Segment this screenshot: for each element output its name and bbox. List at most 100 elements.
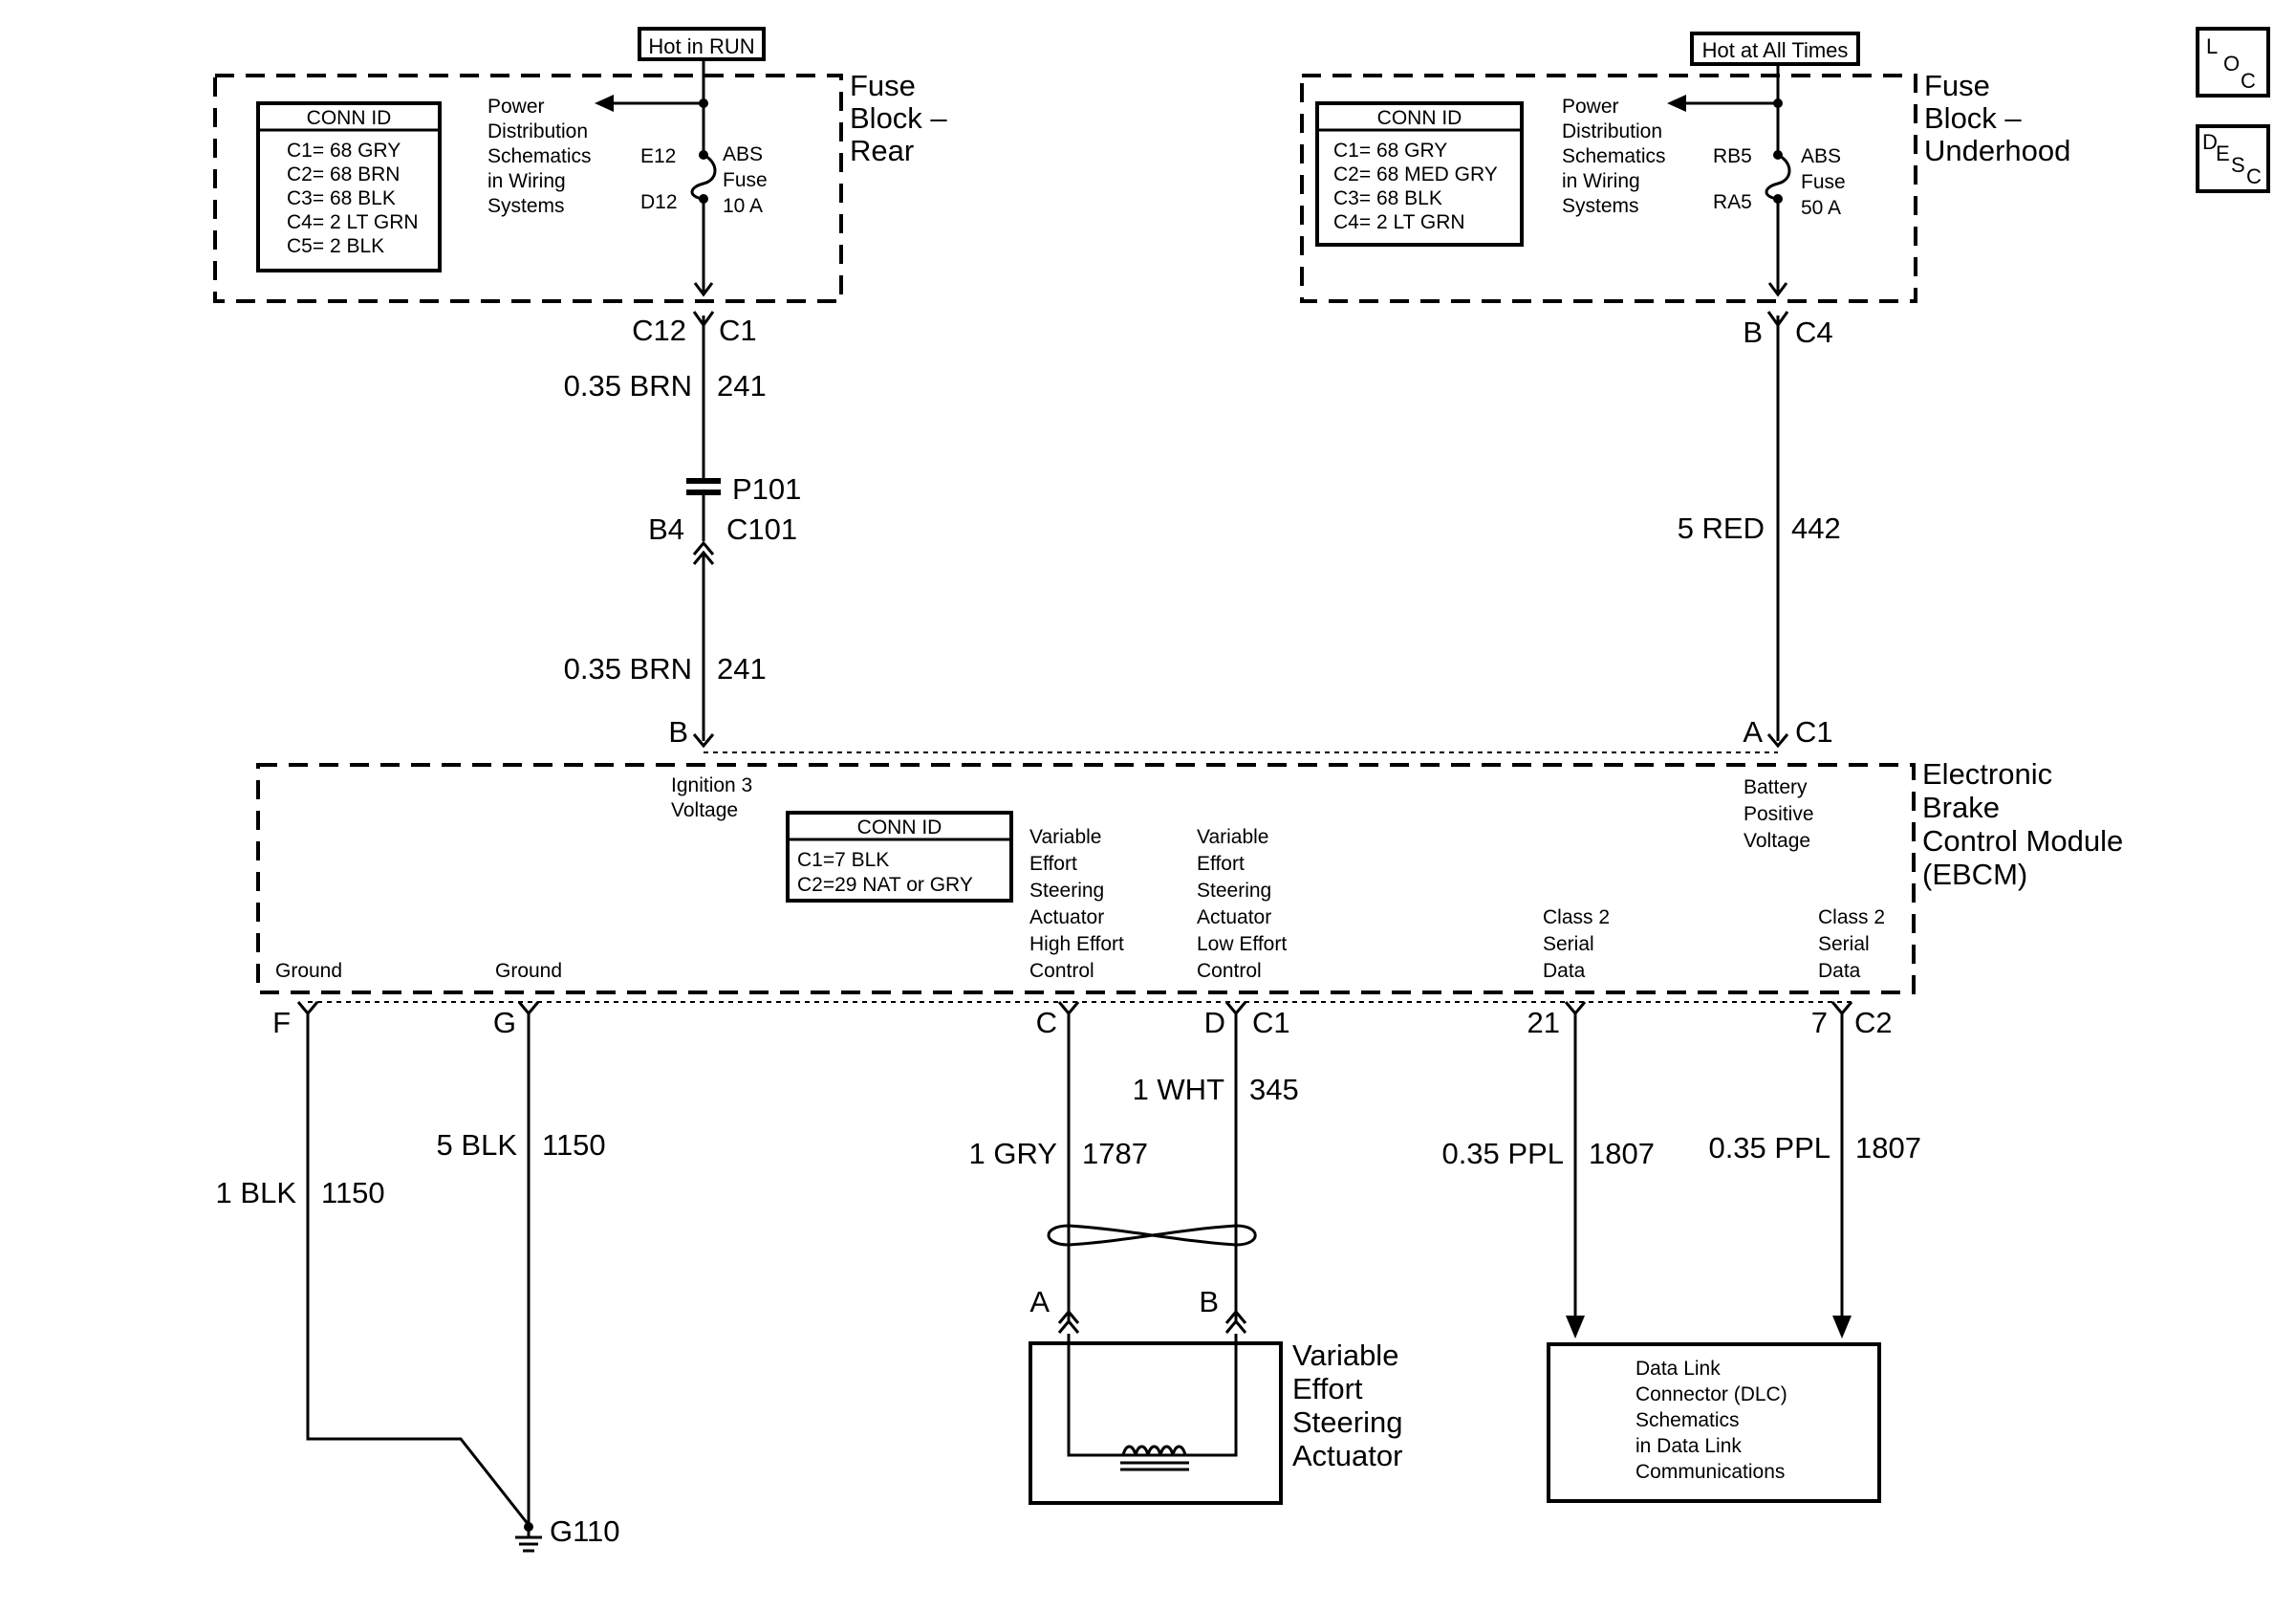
pin-label: 21 (1527, 1006, 1560, 1039)
desc-letter-s: S (2231, 153, 2245, 177)
steering-actuator-box (1029, 1334, 1283, 1505)
circuit-number-label: 345 (1249, 1073, 1299, 1106)
vesa-low-effort-label: Variable (1197, 826, 1269, 848)
conn-id-row: C1=7 BLK (797, 849, 889, 871)
class2-serial-data-label: Class 2 (1543, 906, 1610, 928)
battery-voltage-label: Positive (1744, 803, 1814, 825)
fuse-label: ABS (1801, 145, 1841, 167)
arrow-down-icon (1832, 1316, 1852, 1339)
conn-id-row: C3= 68 BLK (1333, 187, 1442, 209)
fuse-label: 10 A (723, 195, 763, 217)
ground-point-label: G110 (550, 1514, 620, 1548)
wire-color-label: 0.35 PPL (1708, 1131, 1830, 1165)
circuit-241-wire (686, 311, 721, 749)
twisted-pair-icon (1047, 1224, 1257, 1247)
conn-id-title: CONN ID (857, 816, 942, 838)
pin-label: A (1743, 715, 1763, 749)
fuse-block-underhood-conn-id-box: CONN ID C1= 68 GRY C2= 68 MED GRY C3= 68… (1315, 101, 1524, 247)
connector-label: C2 (1854, 1006, 1893, 1039)
ebcm-title-3: Control Module (1922, 824, 2123, 858)
fuse-label: Fuse (1801, 171, 1846, 193)
fuse-pin-label: E12 (640, 145, 676, 167)
pin-label: A (1029, 1285, 1050, 1318)
arrow-left-icon (595, 95, 614, 112)
power-distribution-text: Schematics (487, 145, 592, 167)
fuse-block-underhood-outline (1300, 74, 1917, 303)
splice-p101-icon (686, 478, 721, 495)
conn-id-row: C5= 2 BLK (287, 235, 384, 257)
vesa-high-effort-label: Actuator (1029, 906, 1104, 928)
fuse-label: Fuse (723, 169, 768, 191)
circuit-number-label: 1150 (542, 1128, 606, 1162)
circuit-number-label: 442 (1791, 512, 1841, 545)
arrow-down-icon (1566, 1316, 1585, 1339)
conn-id-title: CONN ID (1377, 107, 1462, 129)
actuator-title: Actuator (1292, 1439, 1402, 1472)
vesa-low-effort-label: Control (1197, 960, 1262, 982)
connector-label: C1 (1252, 1006, 1290, 1039)
conn-id-row: C3= 68 BLK (287, 187, 396, 209)
circuit-442-wire (1766, 311, 1789, 749)
power-distribution-text: Power (1562, 96, 1619, 118)
fuse-label: 50 A (1801, 197, 1841, 219)
vesa-high-effort-label: Effort (1029, 853, 1077, 875)
pin-label: B (668, 715, 688, 749)
circuit-1150-wire-b (517, 1001, 540, 1525)
loc-letter-l: L (2206, 34, 2218, 58)
power-distribution-text: Schematics (1562, 145, 1666, 167)
fuse-icon (690, 153, 717, 201)
splice-label: P101 (732, 472, 801, 506)
class2-serial-data-label: Class 2 (1818, 906, 1885, 928)
circuit-number-label: 1150 (321, 1176, 385, 1209)
battery-voltage-label: Battery (1744, 776, 1808, 798)
circuit-345-wire (1224, 1001, 1247, 1334)
fuse-icon (1765, 153, 1791, 201)
ebcm-outline (256, 763, 1916, 994)
connector-label: C1 (719, 314, 757, 347)
fuse-rear-abs-10a (595, 59, 717, 297)
wire-color-label: 1 WHT (1133, 1073, 1225, 1106)
wire-color-label: 0.35 BRN (564, 652, 692, 686)
wire-color-label: 1 GRY (969, 1137, 1057, 1170)
power-distribution-text: in Wiring (487, 170, 566, 192)
connector-label: B (1743, 316, 1763, 349)
circuit-number-label: 241 (717, 369, 767, 403)
power-distribution-text: Distribution (1562, 120, 1662, 142)
power-distribution-text: in Wiring (1562, 170, 1640, 192)
circuit-number-label: 1807 (1855, 1131, 1921, 1165)
desc-button[interactable]: D E S C (2196, 124, 2270, 193)
conn-id-row: C2= 68 BRN (287, 163, 400, 185)
conn-id-title: CONN ID (307, 107, 392, 129)
pin-label: B (1199, 1285, 1219, 1318)
conn-id-row: C1= 68 GRY (1333, 140, 1447, 162)
loc-button[interactable]: L O C (2196, 27, 2270, 98)
power-distribution-text: Power (487, 96, 545, 118)
ground-label: Ground (495, 960, 562, 982)
vesa-high-effort-label: Steering (1029, 880, 1104, 902)
actuator-title: Variable (1292, 1339, 1398, 1372)
wire-color-label: 5 BLK (437, 1128, 518, 1162)
conn-id-row: C1= 68 GRY (287, 140, 401, 162)
fuse-block-rear-title-1: Fuse (850, 69, 916, 102)
wire-color-label: 1 BLK (216, 1176, 297, 1209)
conn-id-row: C4= 2 LT GRN (1333, 211, 1465, 233)
pin-label: D (1204, 1006, 1225, 1039)
desc-letter-d: D (2202, 130, 2218, 154)
circuit-number-label: 1807 (1589, 1137, 1655, 1170)
vesa-low-effort-label: Low Effort (1197, 933, 1287, 955)
wire-color-label: 0.35 PPL (1441, 1137, 1564, 1170)
connector-label: C12 (632, 314, 686, 347)
circuit-1150-wire-a (296, 1001, 531, 1526)
dlc-reference-box[interactable]: Data Link Connector (DLC) Schematics in … (1547, 1342, 1881, 1503)
actuator-title: Steering (1292, 1405, 1402, 1439)
fuse-pin-label: RB5 (1713, 145, 1752, 167)
vesa-low-effort-label: Steering (1197, 880, 1271, 902)
ebcm-title-1: Electronic (1922, 757, 2052, 791)
actuator-title: Effort (1292, 1372, 1363, 1405)
fuse-underhood-abs-50a (1667, 64, 1791, 297)
dlc-text: Schematics (1635, 1409, 1740, 1431)
vesa-high-effort-label: Control (1029, 960, 1094, 982)
vesa-high-effort-label: Variable (1029, 826, 1102, 848)
pin-label: F (272, 1006, 291, 1039)
